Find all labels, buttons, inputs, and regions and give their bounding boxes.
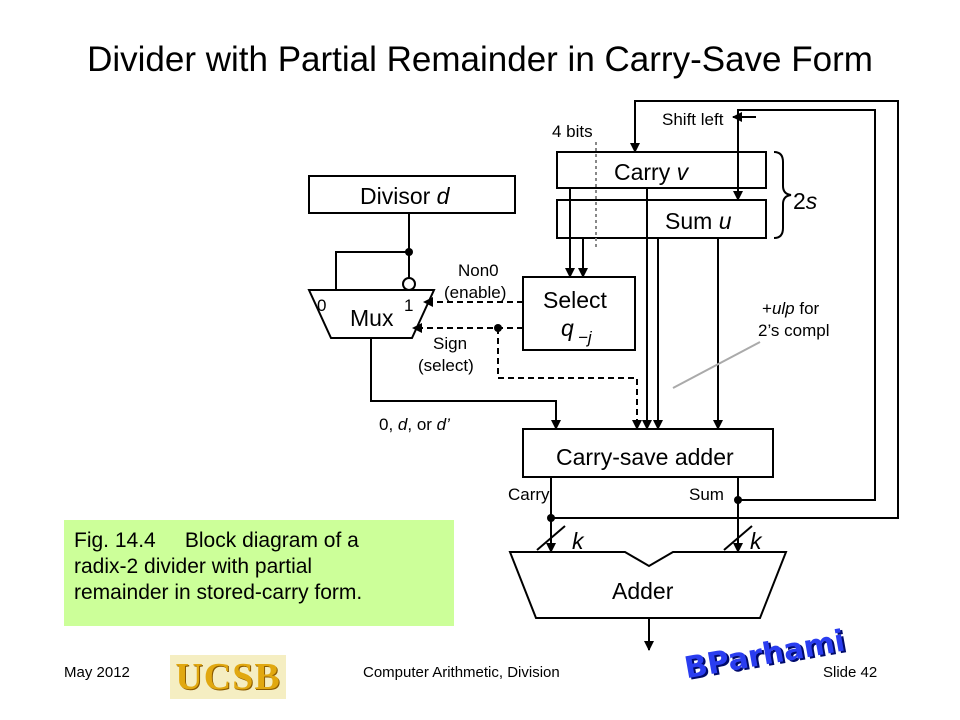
- carry-feedback-line: [551, 476, 899, 519]
- divisor-label: Divisor d: [360, 183, 451, 209]
- enable-label: (enable): [444, 283, 506, 302]
- k2-label: k: [750, 528, 763, 554]
- slide-title: Divider with Partial Remainder in Carry-…: [87, 40, 873, 79]
- carry-v-label: Carry v: [614, 159, 690, 185]
- q-subscript: −j: [578, 328, 593, 347]
- k2-slash: [723, 525, 753, 551]
- mux-block: [307, 289, 436, 339]
- bparhami-logo: BParhami: [682, 624, 848, 704]
- two-s-label: 2s: [793, 188, 818, 214]
- sum-feedback-line: [733, 109, 876, 501]
- caption-line-3: remainder in stored-carry form.: [74, 581, 363, 604]
- carry-save-adder-label: Carry-save adder: [556, 444, 734, 470]
- sum-u-label: Sum u: [665, 208, 732, 234]
- footer-date: May 2012: [64, 664, 130, 681]
- shift-left-label: Shift left: [662, 110, 724, 129]
- twos-compl-label: 2’s compl: [758, 321, 830, 340]
- adder-label: Adder: [612, 578, 674, 604]
- two-s-brace: [773, 151, 792, 239]
- carry-out-junction: [547, 514, 555, 522]
- q-label: q: [561, 315, 574, 341]
- ulp-label: +ulp for: [762, 299, 820, 318]
- select-paren-label: (select): [418, 356, 474, 375]
- shift-left-top-line: [630, 100, 899, 476]
- mux-to-csa-line: [370, 338, 561, 430]
- sum-u-register: [556, 199, 767, 239]
- carry-v-register: [556, 151, 767, 189]
- divisor-to-mux-0: [335, 251, 409, 290]
- mux-label: Mux: [350, 305, 394, 331]
- select-label: Select: [543, 287, 608, 313]
- ulp-pointer-line: [672, 341, 761, 389]
- figure-caption: Fig. 14.4 Block diagram of a radix-2 div…: [64, 520, 454, 626]
- sign-to-csa-line: [497, 328, 642, 430]
- four-bits-label: 4 bits: [552, 122, 593, 141]
- mux-output-label: 0, d, or d’: [379, 415, 450, 434]
- footer-slide-number: Slide 42: [823, 664, 878, 681]
- invert-bubble: [402, 277, 416, 291]
- sum-out-junction: [734, 496, 742, 504]
- footer-course: Computer Arithmetic, Division: [363, 664, 560, 681]
- caption-line-2: radix-2 divider with partial: [74, 555, 313, 578]
- adder-block: [508, 551, 788, 619]
- csa-sum-label: Sum: [689, 485, 724, 504]
- ucsb-logo: UCSB: [170, 655, 286, 699]
- divisor-register: [308, 175, 516, 214]
- mux-input-0: 0: [317, 296, 326, 315]
- caption-line-1: Fig. 14.4 Block diagram of a: [74, 529, 359, 552]
- ucsb-logo-text: UCSB: [175, 656, 281, 698]
- non0-label: Non0: [458, 261, 499, 280]
- k1-label: k: [572, 528, 585, 554]
- mux-input-1: 1: [404, 296, 413, 315]
- k1-slash: [536, 525, 566, 551]
- sign-label: Sign: [433, 334, 467, 353]
- csa-carry-label: Carry: [508, 485, 550, 504]
